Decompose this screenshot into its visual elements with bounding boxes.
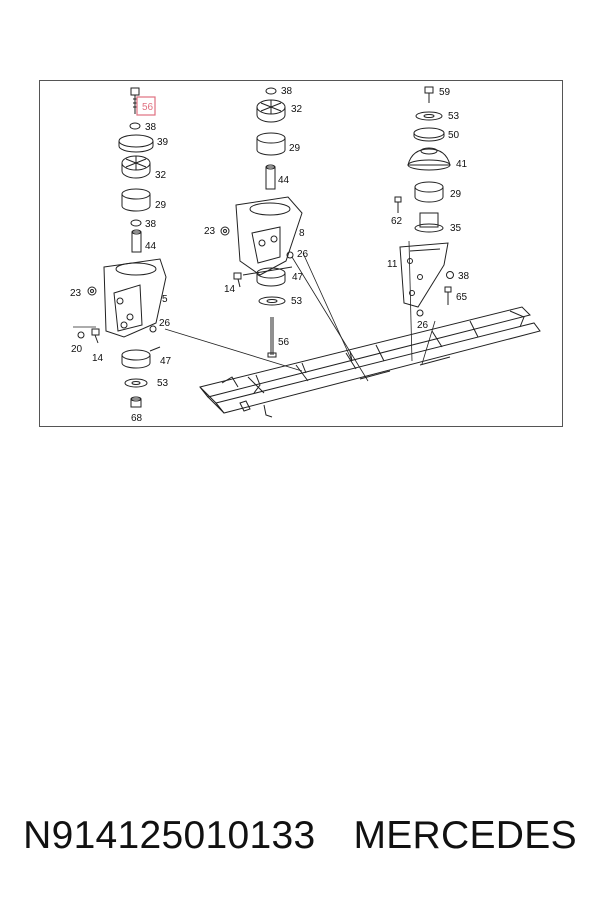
label-8: 8: [299, 228, 305, 239]
label-44-col2: 44: [278, 175, 290, 186]
label-23-col2: 23: [204, 226, 216, 237]
label-53-col3: 53: [448, 111, 460, 122]
brand-name: MERCEDES: [353, 814, 577, 857]
label-29-col2: 29: [289, 143, 301, 154]
label-53-col2: 53: [291, 296, 303, 307]
leader-lines: [73, 240, 436, 382]
label-68: 68: [131, 413, 143, 424]
bracket-11: [399, 242, 449, 308]
rubber-mount-32-col2: [256, 99, 286, 123]
bolt-14: [91, 328, 100, 344]
part-caption: N914125010133 MERCEDES: [0, 806, 600, 866]
nut-20: [77, 331, 85, 339]
label-38b: 38: [145, 219, 157, 230]
bracket-5: [103, 258, 167, 338]
vehicle-frame: [199, 306, 541, 418]
clip-26: [149, 325, 157, 333]
label-35: 35: [450, 223, 462, 234]
nut-38-col3: [446, 271, 454, 279]
label-65: 65: [456, 292, 468, 303]
rubber-mount-47-col2: [242, 266, 293, 287]
label-26: 26: [159, 318, 171, 329]
label-39: 39: [157, 137, 169, 148]
bolt-59: [424, 86, 434, 103]
rubber-mount-32: [121, 155, 151, 179]
label-26-col3: 26: [417, 320, 429, 331]
label-32-col2: 32: [291, 104, 303, 115]
nut-23: [87, 286, 97, 296]
label-11: 11: [387, 259, 398, 270]
washer-38-col2: [265, 87, 277, 95]
spacer-35: [414, 212, 444, 233]
diagram-drawing: 56 38 39 32 29 38 44 23 5 26 20 14 47 53…: [70, 86, 541, 424]
nut-23-col2: [220, 226, 230, 236]
highlight-box: [136, 96, 156, 116]
rubber-mount-29: [121, 188, 151, 212]
label-62: 62: [391, 216, 403, 227]
label-53: 53: [157, 378, 169, 389]
sleeve-44: [131, 229, 142, 253]
label-29-col3: 29: [450, 189, 462, 200]
label-56-col2: 56: [278, 337, 290, 348]
rubber-mount-47: [121, 346, 161, 369]
label-38: 38: [145, 122, 157, 133]
washer-53-col3: [415, 111, 443, 121]
washer-38: [129, 122, 141, 130]
bolt-14-col2: [233, 272, 242, 288]
label-56: 56: [142, 102, 154, 113]
label-47-col2: 47: [292, 272, 304, 283]
label-38-col3: 38: [458, 271, 470, 282]
label-32: 32: [155, 170, 167, 181]
label-5: 5: [162, 294, 168, 305]
cup-washer-39: [118, 134, 154, 153]
part-number: N914125010133: [23, 814, 316, 857]
clip-26-col2: [286, 251, 294, 259]
rubber-mount-29-col3: [414, 181, 444, 203]
bolt-56: [130, 87, 140, 114]
label-38-col2: 38: [281, 86, 293, 97]
label-23: 23: [70, 288, 82, 299]
rubber-mount-29-col2: [256, 132, 286, 156]
parts-diagram: 56 38 39 32 29 38 44 23 5 26 20 14 47 53…: [39, 80, 563, 427]
cup-washer-50: [413, 127, 445, 142]
label-29: 29: [155, 200, 167, 211]
bolt-65: [444, 286, 452, 305]
label-14-col2: 14: [224, 284, 236, 295]
bolt-56-col2: [267, 317, 277, 358]
bracket-8: [235, 196, 303, 276]
label-44: 44: [145, 241, 157, 252]
sleeve-44-col2: [265, 164, 276, 190]
washer-53-col2: [258, 296, 286, 306]
nut-68: [130, 396, 142, 408]
label-20: 20: [71, 344, 83, 355]
washer-53: [124, 378, 148, 388]
bolt-62: [394, 196, 402, 213]
washer-38b: [130, 219, 142, 227]
label-14: 14: [92, 353, 104, 364]
clip-26-col3: [416, 309, 424, 317]
label-50: 50: [448, 130, 460, 141]
label-47: 47: [160, 356, 172, 367]
label-26-col2: 26: [297, 249, 309, 260]
label-59: 59: [439, 87, 451, 98]
label-41: 41: [456, 159, 468, 170]
mount-cap-41: [407, 147, 451, 171]
